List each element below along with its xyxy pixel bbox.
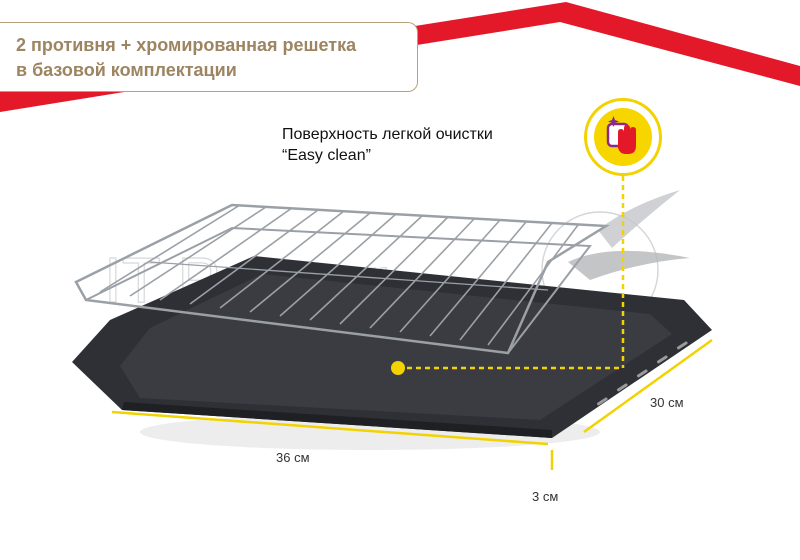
cleaning-hand-icon [606, 116, 636, 154]
feature-line-1: Поверхность легкой очистки [282, 126, 493, 143]
feature-badge [584, 98, 662, 176]
title-line-1: 2 противня + хромированная решетка [16, 35, 357, 55]
chrome-grill [74, 203, 611, 355]
dimension-line-width [583, 338, 713, 434]
feature-line-2: “Easy clean” [282, 147, 371, 164]
feature-caption: Поверхность легкой очистки “Easy clean” [282, 124, 493, 166]
dimension-length-label: 36 см [276, 450, 310, 465]
tray-vent-slots [596, 341, 688, 406]
dimension-line-length [111, 410, 549, 446]
red-accent-stripe [0, 2, 800, 112]
callout-dot [391, 361, 405, 375]
dimension-width-label: 30 см [650, 395, 684, 410]
dimension-height-label: 3 см [532, 489, 559, 504]
title-banner: 2 противня + хромированная решетка в баз… [0, 22, 418, 92]
watermark-swoosh [598, 190, 680, 248]
title-line-2: в базовой комплектации [16, 60, 237, 80]
baking-tray-floor [120, 274, 672, 420]
